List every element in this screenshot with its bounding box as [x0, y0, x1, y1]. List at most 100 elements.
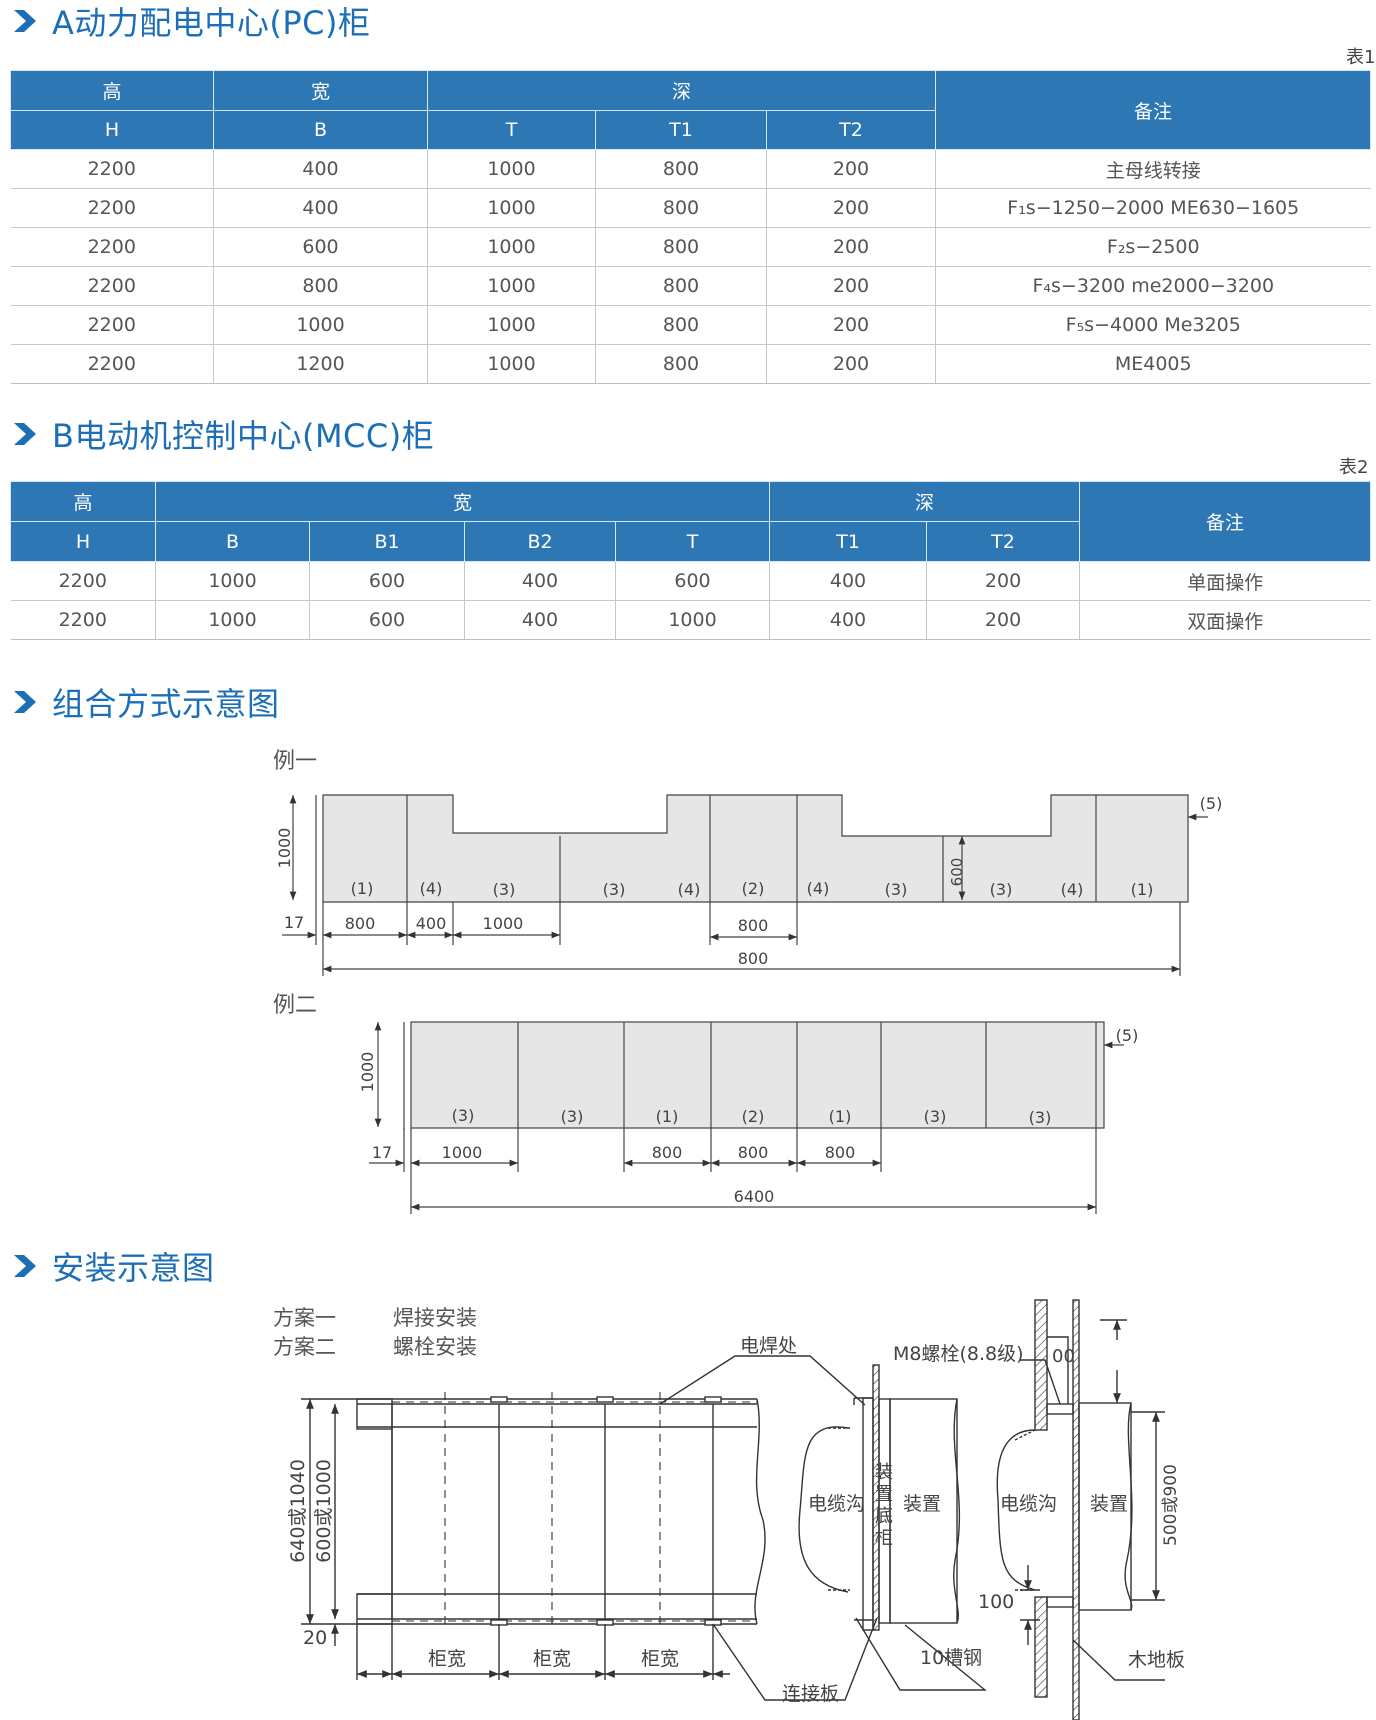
table-cell: 200: [926, 561, 1080, 601]
table-cell: 1000: [155, 561, 310, 601]
bolt-label: M8螺栓(8.8级): [893, 1343, 1024, 1365]
weld-label: 电焊处: [740, 1335, 797, 1357]
example2-cell: (1): [829, 1107, 852, 1126]
table-cell: 800: [213, 266, 428, 306]
example2-dim: 17: [372, 1143, 392, 1162]
table-cell: 2200: [10, 600, 156, 640]
example1-total-dim: 800: [738, 949, 769, 968]
header-remark: 备注: [1079, 481, 1372, 562]
channel-steel-label: 10槽钢: [920, 1647, 982, 1669]
wood-floor-label: 木地板: [1128, 1649, 1185, 1671]
installation-diagram: 方案一 焊接安装 方案二 螺栓安装: [0, 1290, 1376, 1720]
table-cell: 双面操作: [1079, 600, 1371, 640]
table-cell: 1000: [427, 266, 596, 306]
example1-dim: 17: [284, 913, 304, 932]
header-height: 高: [10, 70, 214, 111]
example1-cell: (3): [990, 880, 1013, 899]
example1-cell: (4): [1061, 880, 1084, 899]
table-cell: 800: [595, 227, 767, 267]
subheader-t1: T1: [769, 521, 928, 562]
table-cell: 1200: [213, 344, 428, 384]
trench2-label: 电缆沟: [1000, 1493, 1057, 1515]
header-height: 高: [10, 481, 156, 522]
trench1-label: 电缆沟: [808, 1493, 865, 1515]
example2-total-dim: 6400: [734, 1187, 775, 1206]
cabinet-width-label: 柜宽: [533, 1648, 571, 1670]
table-cell: 400: [464, 600, 616, 640]
dim-100-label: 100: [978, 1591, 1014, 1613]
height-inner-label: 600或1000: [313, 1459, 335, 1563]
subheader-h: H: [10, 521, 156, 562]
table-cell: 2200: [10, 344, 214, 384]
table-cell: F₅s−4000 Me3205: [935, 305, 1371, 345]
subheader-h: H: [10, 110, 214, 150]
subheader-b: B: [155, 521, 310, 562]
example1-cell: (4): [807, 879, 830, 898]
dim-500-label: 500或900: [1161, 1464, 1181, 1546]
table-cell: 2200: [10, 149, 214, 189]
example2-height-dim: 1000: [358, 1052, 377, 1093]
example1-cell: (1): [1131, 880, 1154, 899]
chevron-right-icon: [10, 417, 44, 451]
table-cell: F₂s−2500: [935, 227, 1371, 267]
plan1-name: 方案一: [273, 1306, 336, 1330]
cabinet-width-label: 柜宽: [428, 1648, 466, 1670]
example2-dim: 800: [652, 1143, 683, 1162]
table-cell: 200: [766, 305, 936, 345]
table-cell: 600: [614, 561, 770, 601]
table-cell: F₁s−1250−2000 ME630−1605: [935, 188, 1371, 228]
example2-cell: (3): [452, 1106, 475, 1125]
subheader-b2: B2: [464, 521, 616, 562]
example1-cell: (2): [742, 879, 765, 898]
example1-cell: (4): [678, 880, 701, 899]
example2-cell: (3): [1029, 1108, 1052, 1127]
table-cell: 1000: [427, 305, 596, 345]
subheader-t1: T1: [595, 110, 767, 150]
subheader-t: T: [427, 110, 596, 150]
header-remark: 备注: [935, 70, 1371, 150]
example1-height-dim: 1000: [275, 828, 294, 869]
table-cell: 800: [595, 149, 767, 189]
table-cell: 800: [595, 266, 767, 306]
header-width: 宽: [154, 481, 771, 522]
table-cell: 1000: [427, 227, 596, 267]
base-cabinet-char: 底: [875, 1506, 893, 1527]
section-title-pc: A动力配电中心(PC)柜: [10, 0, 371, 42]
example1-dim: 800: [345, 914, 376, 933]
table-cell: 200: [766, 188, 936, 228]
example2-label: 例二: [273, 993, 317, 1018]
table-cell: 2200: [10, 305, 214, 345]
cabinet-width-label: 柜宽: [641, 1648, 679, 1670]
example1-cell: (3): [885, 880, 908, 899]
example1-cell: (3): [493, 880, 516, 899]
combination-diagram: 例一 1000 600 (1) (4) (3) (3) (4) (2) (4) …: [0, 740, 1376, 1224]
table-cell: 200: [766, 266, 936, 306]
subheader-b1: B1: [309, 521, 465, 562]
device1-label: 装置: [903, 1493, 941, 1515]
plan1-method: 焊接安装: [393, 1306, 477, 1330]
example2-cell: (3): [924, 1107, 947, 1126]
connect-plate-label: 连接板: [782, 1683, 839, 1705]
table-cell: 1000: [427, 188, 596, 228]
table-cell: 400: [213, 188, 428, 228]
chevron-right-icon: [10, 1249, 44, 1283]
example2-cell: (2): [742, 1107, 765, 1126]
subheader-t2: T2: [926, 521, 1081, 562]
table-cell: 1000: [155, 600, 310, 640]
table-cell: 1000: [213, 305, 428, 345]
table-number-1: 表1: [1346, 47, 1376, 68]
header-depth: 深: [427, 70, 936, 111]
example1-end-mark: (5): [1200, 794, 1223, 813]
base-cabinet-char: 置: [875, 1484, 893, 1505]
table-cell: 1000: [614, 600, 770, 640]
example1-cell: (3): [603, 880, 626, 899]
example1-dim: 400: [416, 914, 447, 933]
